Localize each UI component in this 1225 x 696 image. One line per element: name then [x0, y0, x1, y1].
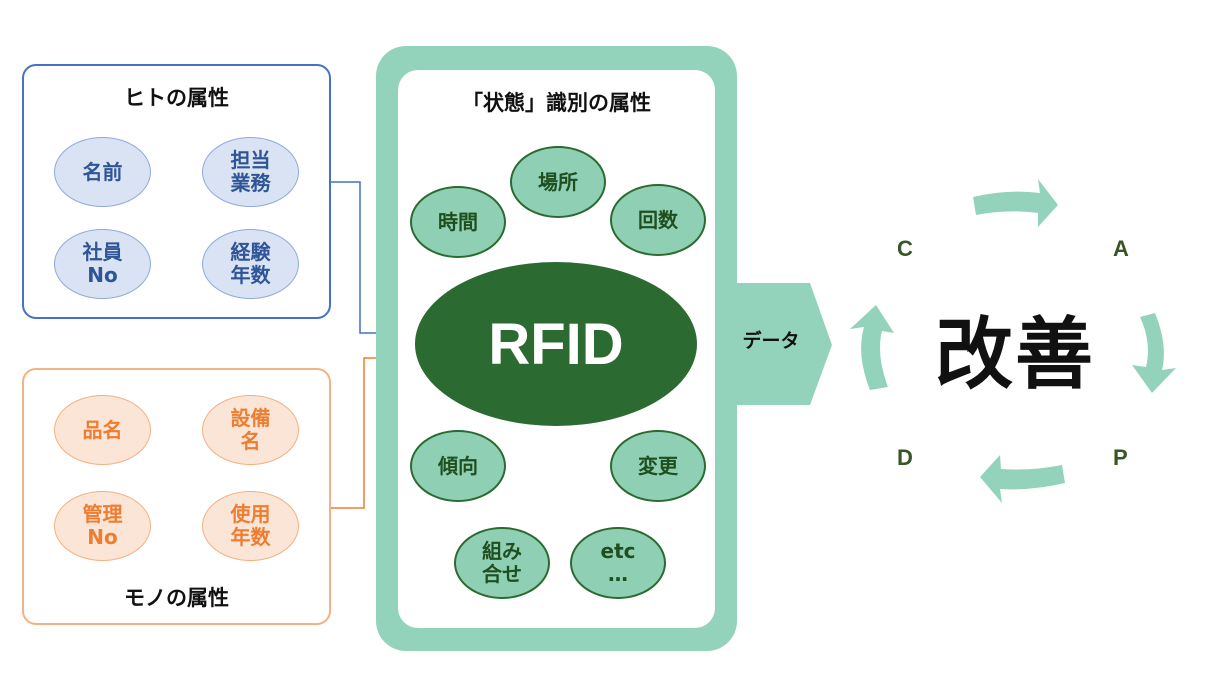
person-attr-employee-no: 社員 No	[54, 229, 151, 299]
rfid-core: RFID	[415, 262, 697, 426]
state-attr-etc: etc …	[570, 527, 666, 599]
person-attributes-panel	[22, 64, 331, 319]
person-panel-title: ヒトの属性	[124, 86, 229, 110]
pdca-label-d: D	[897, 445, 913, 470]
data-arrow-label: データ	[742, 330, 800, 352]
kaizen-center-text: 改善	[934, 310, 1095, 400]
state-attr-combination: 組み 合せ	[454, 527, 550, 599]
cycle-arrow-right	[1132, 313, 1176, 393]
state-attr-count: 回数	[610, 184, 706, 256]
rfid-label: RFID	[488, 311, 624, 377]
pdca-label-p: P	[1113, 445, 1128, 470]
cycle-arrow-left	[850, 305, 894, 390]
cycle-arrow-bottom	[980, 455, 1065, 503]
pdca-label-a: A	[1113, 236, 1129, 261]
thing-attr-control-no: 管理 No	[54, 491, 151, 561]
pdca-label-c: C	[897, 236, 913, 261]
thing-panel-title: モノの属性	[124, 586, 229, 610]
thing-attr-equipment-name: 設備 名	[202, 395, 299, 465]
state-attr-time: 時間	[410, 186, 506, 258]
cycle-arrows	[850, 179, 1176, 503]
data-arrow	[720, 283, 832, 405]
thing-attributes-panel	[22, 368, 331, 625]
state-attr-change: 変更	[610, 430, 706, 502]
cycle-arrow-top	[973, 179, 1058, 227]
person-attr-duty: 担当 業務	[202, 137, 299, 207]
state-attr-trend: 傾向	[410, 430, 506, 502]
thing-attr-product-name: 品名	[54, 395, 151, 465]
person-attr-experience: 経験 年数	[202, 229, 299, 299]
thing-attr-years-used: 使用 年数	[202, 491, 299, 561]
state-attr-location: 場所	[510, 146, 606, 218]
person-attr-name: 名前	[54, 137, 151, 207]
state-panel-title: 「状態」識別の属性	[462, 91, 651, 115]
